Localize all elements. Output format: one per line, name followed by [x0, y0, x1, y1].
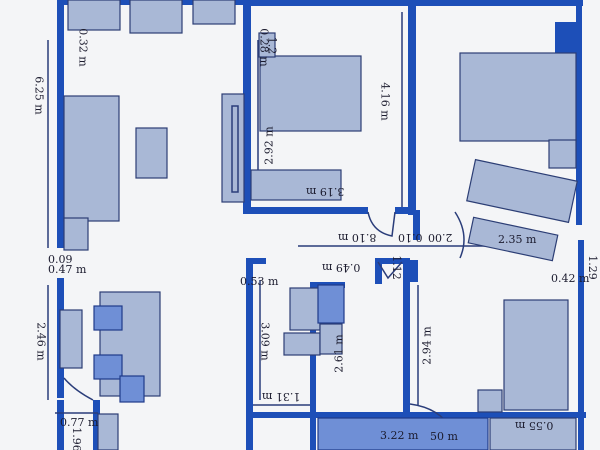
dim-label-0-53: 0.53 m [240, 275, 279, 288]
dim-label-2-00: 2.00 [428, 231, 453, 244]
nightstand-2 [548, 139, 577, 169]
wall-bedroom1-bottom-right [395, 207, 416, 214]
dim-label-1-2: 1.2 [265, 36, 279, 55]
wall-left-upper [57, 0, 64, 248]
wall-wc-right [310, 282, 316, 450]
dim-label-3-09: 3.09 m [258, 322, 272, 361]
door-swing-entry [63, 377, 94, 401]
dim-label-1-12: 1.12 [389, 255, 403, 280]
wall-right [576, 0, 582, 225]
dim-label-0-49: 0.49 m [322, 261, 361, 274]
desk-2 [467, 216, 559, 262]
dim-label-1-96: 1.96 [69, 427, 83, 450]
bed-3 [503, 299, 569, 411]
closet-bottom [489, 417, 577, 450]
dim-label-0-42: 0.42 m [551, 272, 590, 285]
wall-right-stub [555, 22, 582, 56]
tv-unit [221, 93, 245, 203]
chair-2 [93, 354, 123, 380]
wall-closet-top [375, 258, 403, 264]
dim-label-2-94: 2.94 m [420, 326, 434, 365]
wall-bedroom1-right [408, 0, 416, 215]
door-swing-hall [377, 261, 403, 280]
wall-bottom [246, 412, 586, 418]
nightstand-1 [258, 32, 276, 58]
chair-3 [119, 375, 145, 403]
dim-label-2-46: 2.46 m [34, 322, 48, 361]
dim-label-6-25: 6.25 m [32, 76, 46, 115]
chair-1 [93, 305, 123, 331]
wall-right-lower [578, 240, 584, 450]
shower [317, 284, 345, 324]
cabinet-top-2 [129, 0, 183, 34]
dim-label-0-55: 0.55 m [515, 419, 554, 432]
wall-closet [375, 258, 382, 284]
dim-label-0-47: 0.47 m [48, 263, 87, 276]
wall-bedroom2-left [413, 210, 420, 240]
dim-label-50: 50 m [430, 430, 458, 443]
toilet [283, 332, 321, 356]
armchair [63, 217, 89, 251]
dim-label-8-10: 8.10 m [338, 231, 377, 244]
wall-bedroom1-bottom [243, 207, 368, 214]
bed-1 [259, 55, 362, 132]
entry-cabinet [97, 413, 119, 450]
cabinet-top-1 [67, 0, 121, 31]
wall-entry-left [57, 400, 64, 450]
nightstand-3 [477, 389, 503, 413]
bed-2 [459, 52, 577, 142]
wall-bath-top [246, 258, 266, 264]
dim-label-2-35: 2.35 m [498, 233, 537, 246]
wc-bowl [319, 323, 343, 355]
dim-label-3-19: 3.19 m [306, 185, 345, 198]
dim-label-1-31: 1.31 m [262, 390, 301, 403]
tv-screen [231, 105, 239, 193]
wall-center-vertical [243, 0, 251, 212]
dim-label-3-22: 3.22 m [380, 429, 419, 442]
door-swing-bedroom1 [367, 211, 396, 237]
wall-entry-right [93, 400, 100, 450]
coffee-table [135, 127, 168, 179]
dim-label-0-10: 0.10 [398, 231, 423, 244]
dim-label-0-09: 0.09 [48, 253, 73, 266]
wall-bath-left [246, 258, 253, 450]
dim-label-0-32: 0.32 m [76, 28, 90, 67]
door-swing-bedroom2 [454, 211, 465, 259]
dim-label-2-92: 2.92 m [262, 126, 276, 165]
sofa [63, 95, 120, 222]
dim-label-4-16: 4.16 m [378, 82, 392, 121]
side-cabinet [59, 309, 83, 369]
wall-closet-right [403, 258, 410, 418]
cabinet-top-3 [192, 0, 236, 25]
bathtub-bottom [317, 417, 489, 450]
dim-label-0-77: 0.77 m [60, 416, 99, 429]
washbasin [289, 287, 321, 331]
dim-label-2-61: 2.61 m [332, 334, 346, 373]
dim-label-1-29: 1.29 [585, 255, 599, 280]
wall-bedroom3-left [410, 260, 418, 282]
wardrobe-2 [466, 158, 578, 224]
wardrobe-1 [250, 169, 342, 201]
